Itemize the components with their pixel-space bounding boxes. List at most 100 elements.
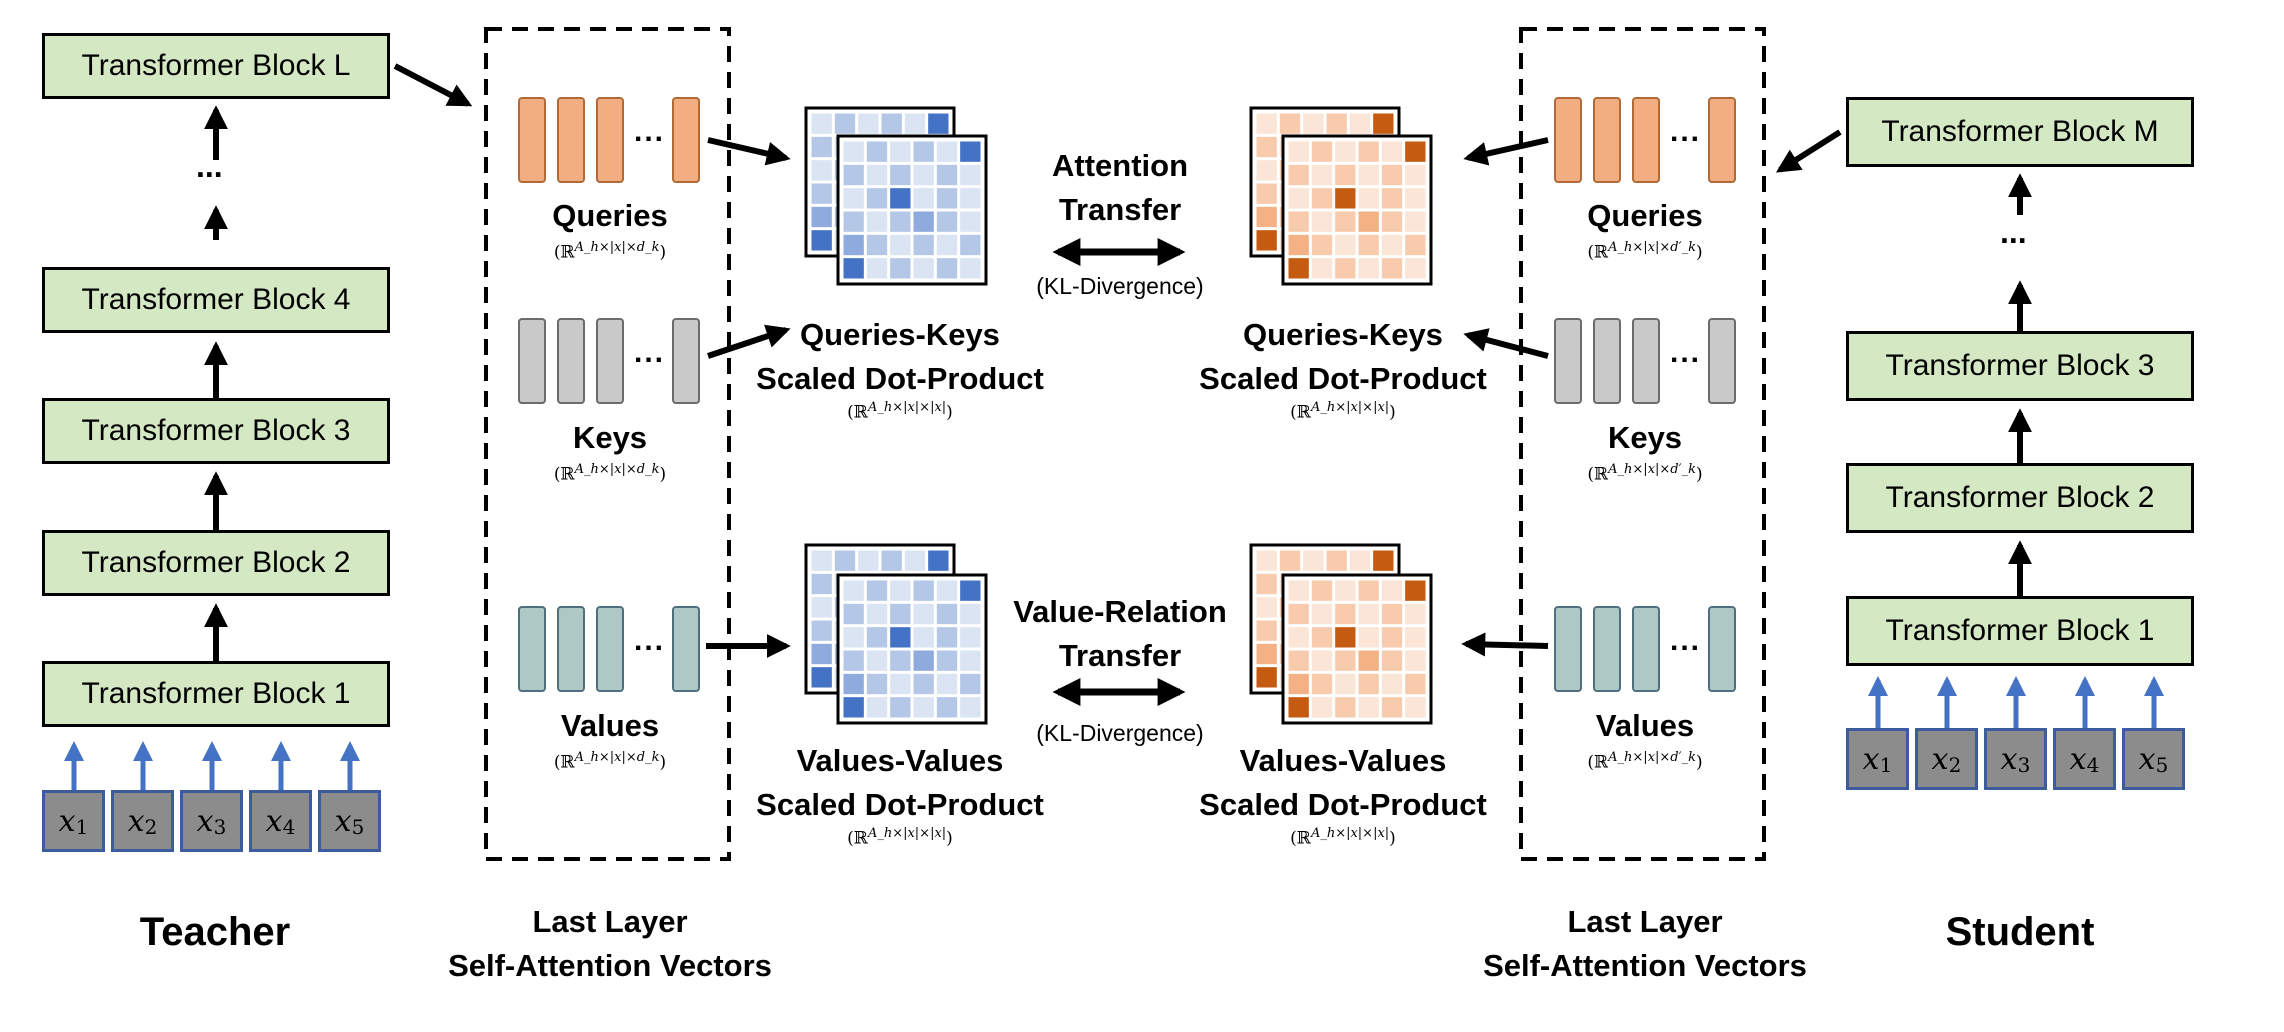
student-qk-matrix-front-cell bbox=[1311, 141, 1333, 162]
teacher-qk-matrix-front-cell bbox=[866, 211, 888, 232]
teacher-qk-matrix-front-cell bbox=[936, 141, 958, 162]
student-vv-matrix-back-cell bbox=[1256, 573, 1277, 595]
teacher-vv-matrix-front-cell bbox=[913, 650, 934, 671]
student-vv-matrix-front-cell bbox=[1405, 603, 1426, 625]
student-vv-matrix-front-cell bbox=[1311, 603, 1333, 625]
student-qk-matrix-front-cell bbox=[1311, 188, 1333, 209]
teacher-vv-matrix-front-cell bbox=[866, 580, 888, 601]
student-qk-matrix-back-cell bbox=[1256, 183, 1277, 204]
attention-transfer-note: (KL-Divergence) bbox=[1036, 273, 1204, 299]
student-vv-matrix-front-cell bbox=[1335, 627, 1356, 648]
student-keys-label: Keys bbox=[1607, 420, 1683, 455]
teacher-qk-matrix-back-cell bbox=[811, 136, 832, 158]
student-vv-matrix-front-cell bbox=[1288, 627, 1309, 648]
teacher-key-dots: ... bbox=[634, 336, 666, 369]
student-keys-dim: (ℝA_h×|x|×d′_k) bbox=[1587, 462, 1703, 485]
teacher-qk-matrix-front-cell bbox=[913, 164, 934, 186]
teacher-qk-matrix-back-cell bbox=[928, 113, 949, 134]
student-qk-matrix-front-cell bbox=[1311, 164, 1333, 186]
teacher-qk-matrix-back-cell bbox=[904, 113, 926, 134]
attention-transfer-line2: Transfer bbox=[1058, 192, 1182, 227]
student-qk-matrix-front-cell bbox=[1335, 234, 1356, 256]
teacher-qk-matrix-back-cell bbox=[881, 113, 902, 134]
teacher-vv-matrix-front-cell bbox=[960, 673, 981, 695]
teacher-query-vector-2 bbox=[557, 97, 585, 183]
student-query-dots: ... bbox=[1670, 115, 1702, 148]
teacher-keys-label: Keys bbox=[572, 420, 648, 455]
value-relation-transfer-note: (KL-Divergence) bbox=[1036, 720, 1204, 746]
teacher-qk-matrix-front-cell bbox=[890, 258, 911, 279]
student-key-vector-1 bbox=[1554, 318, 1582, 404]
teacher-qk-matrix-front-cell bbox=[866, 234, 888, 256]
teacher-title: Teacher bbox=[139, 910, 291, 954]
teacher-qk-matrix-back-cell bbox=[811, 113, 832, 134]
student-vv-matrix-back-cell bbox=[1303, 550, 1324, 571]
student-qk-matrix-front-cell bbox=[1358, 211, 1379, 232]
teacher-qk-matrix-front-cell bbox=[843, 234, 864, 256]
student-qk-matrix-front-cell bbox=[1288, 188, 1309, 209]
student-query-vector-2 bbox=[1593, 97, 1621, 183]
student-qk-label: Queries-Keys Scaled Dot-Product bbox=[1183, 313, 1503, 401]
student-vv-matrix-front-cell bbox=[1381, 580, 1403, 601]
teacher-vv-matrix-front-cell bbox=[960, 580, 981, 601]
teacher-vv-matrix-front-cell bbox=[890, 673, 911, 695]
teacher-qk-matrix-front-cell bbox=[866, 141, 888, 162]
attention-transfer-label: Attention Transfer bbox=[1000, 144, 1240, 232]
student-vv-matrix-front-cell bbox=[1311, 697, 1333, 718]
student-vectors-dashed-box bbox=[1519, 27, 1766, 861]
teacher-qk-label: Queries-Keys Scaled Dot-Product bbox=[740, 313, 1060, 401]
teacher-qk-matrix-back-cell bbox=[811, 230, 832, 251]
teacher-qk-matrix-front-cell bbox=[843, 211, 864, 232]
student-qk-matrix-front-cell bbox=[1288, 234, 1309, 256]
student-qk-matrix-back-cell bbox=[1256, 230, 1277, 251]
teacher-value-dots: ... bbox=[634, 624, 666, 657]
student-vv-matrix-back-cell bbox=[1326, 550, 1347, 571]
teacher-qk-matrix-back-cell bbox=[834, 113, 856, 134]
teacher-queries-label: Queries bbox=[552, 198, 668, 233]
student-vectors-caption-line1: Last Layer bbox=[1567, 904, 1723, 939]
teacher-vv-matrix-front bbox=[836, 573, 988, 725]
teacher-vv-matrix-back-cell bbox=[811, 550, 832, 571]
student-qk-matrix-front-cell bbox=[1381, 234, 1403, 256]
student-qk-matrix-front-cell bbox=[1358, 234, 1379, 256]
teacher-qk-line1: Queries-Keys bbox=[800, 317, 1000, 352]
student-qk-matrix-front-cell bbox=[1381, 258, 1403, 279]
teacher-queries-to-qk-arrow bbox=[707, 137, 791, 166]
teacher-qk-matrix-front-cell bbox=[890, 211, 911, 232]
teacher-vv-dim: (ℝA_h×|x|×|x|) bbox=[847, 826, 953, 849]
student-qk-line2: Scaled Dot-Product bbox=[1199, 361, 1487, 396]
student-vectors-caption: Last Layer Self-Attention Vectors bbox=[1445, 900, 1845, 988]
student-qk-matrix-back-cell bbox=[1256, 206, 1277, 228]
student-value-vector-1 bbox=[1554, 606, 1582, 692]
teacher-key-vector-2 bbox=[557, 318, 585, 404]
teacher-vv-matrix-front-cell bbox=[960, 697, 981, 718]
teacher-block-3: Transformer Block 3 bbox=[42, 398, 390, 464]
teacher-qk-matrix-front-cell bbox=[890, 141, 911, 162]
student-vv-matrix-front-cell bbox=[1335, 580, 1356, 601]
teacher-vv-matrix-front-cell bbox=[866, 673, 888, 695]
student-vv-matrix-front-cell bbox=[1335, 650, 1356, 671]
student-vv-matrix-back-cell bbox=[1349, 550, 1371, 571]
student-block-1: Transformer Block 1 bbox=[1846, 596, 2194, 666]
teacher-qk-matrix-front-cell bbox=[960, 188, 981, 209]
teacher-vv-line2: Scaled Dot-Product bbox=[756, 787, 1044, 822]
teacher-vv-matrix-front-cell bbox=[843, 603, 864, 625]
student-query-vector-n bbox=[1708, 97, 1736, 183]
student-qk-matrix-back-cell bbox=[1349, 113, 1371, 134]
student-vv-matrix-back-cell bbox=[1256, 620, 1277, 641]
teacher-vv-matrix-back-cell bbox=[834, 550, 856, 571]
student-vv-matrix-back-cell bbox=[1256, 643, 1277, 665]
teacher-query-dots: ... bbox=[634, 115, 666, 148]
student-vv-matrix-back-cell bbox=[1256, 597, 1277, 618]
student-vv-matrix-front-cell bbox=[1311, 627, 1333, 648]
teacher-vv-label: Values-Values Scaled Dot-Product bbox=[740, 739, 1060, 827]
student-qk-matrix-front-cell bbox=[1405, 258, 1426, 279]
teacher-qk-matrix-front-cell bbox=[913, 234, 934, 256]
student-key-vector-n bbox=[1708, 318, 1736, 404]
student-qk-dim: (ℝA_h×|x|×|x|) bbox=[1290, 400, 1396, 423]
